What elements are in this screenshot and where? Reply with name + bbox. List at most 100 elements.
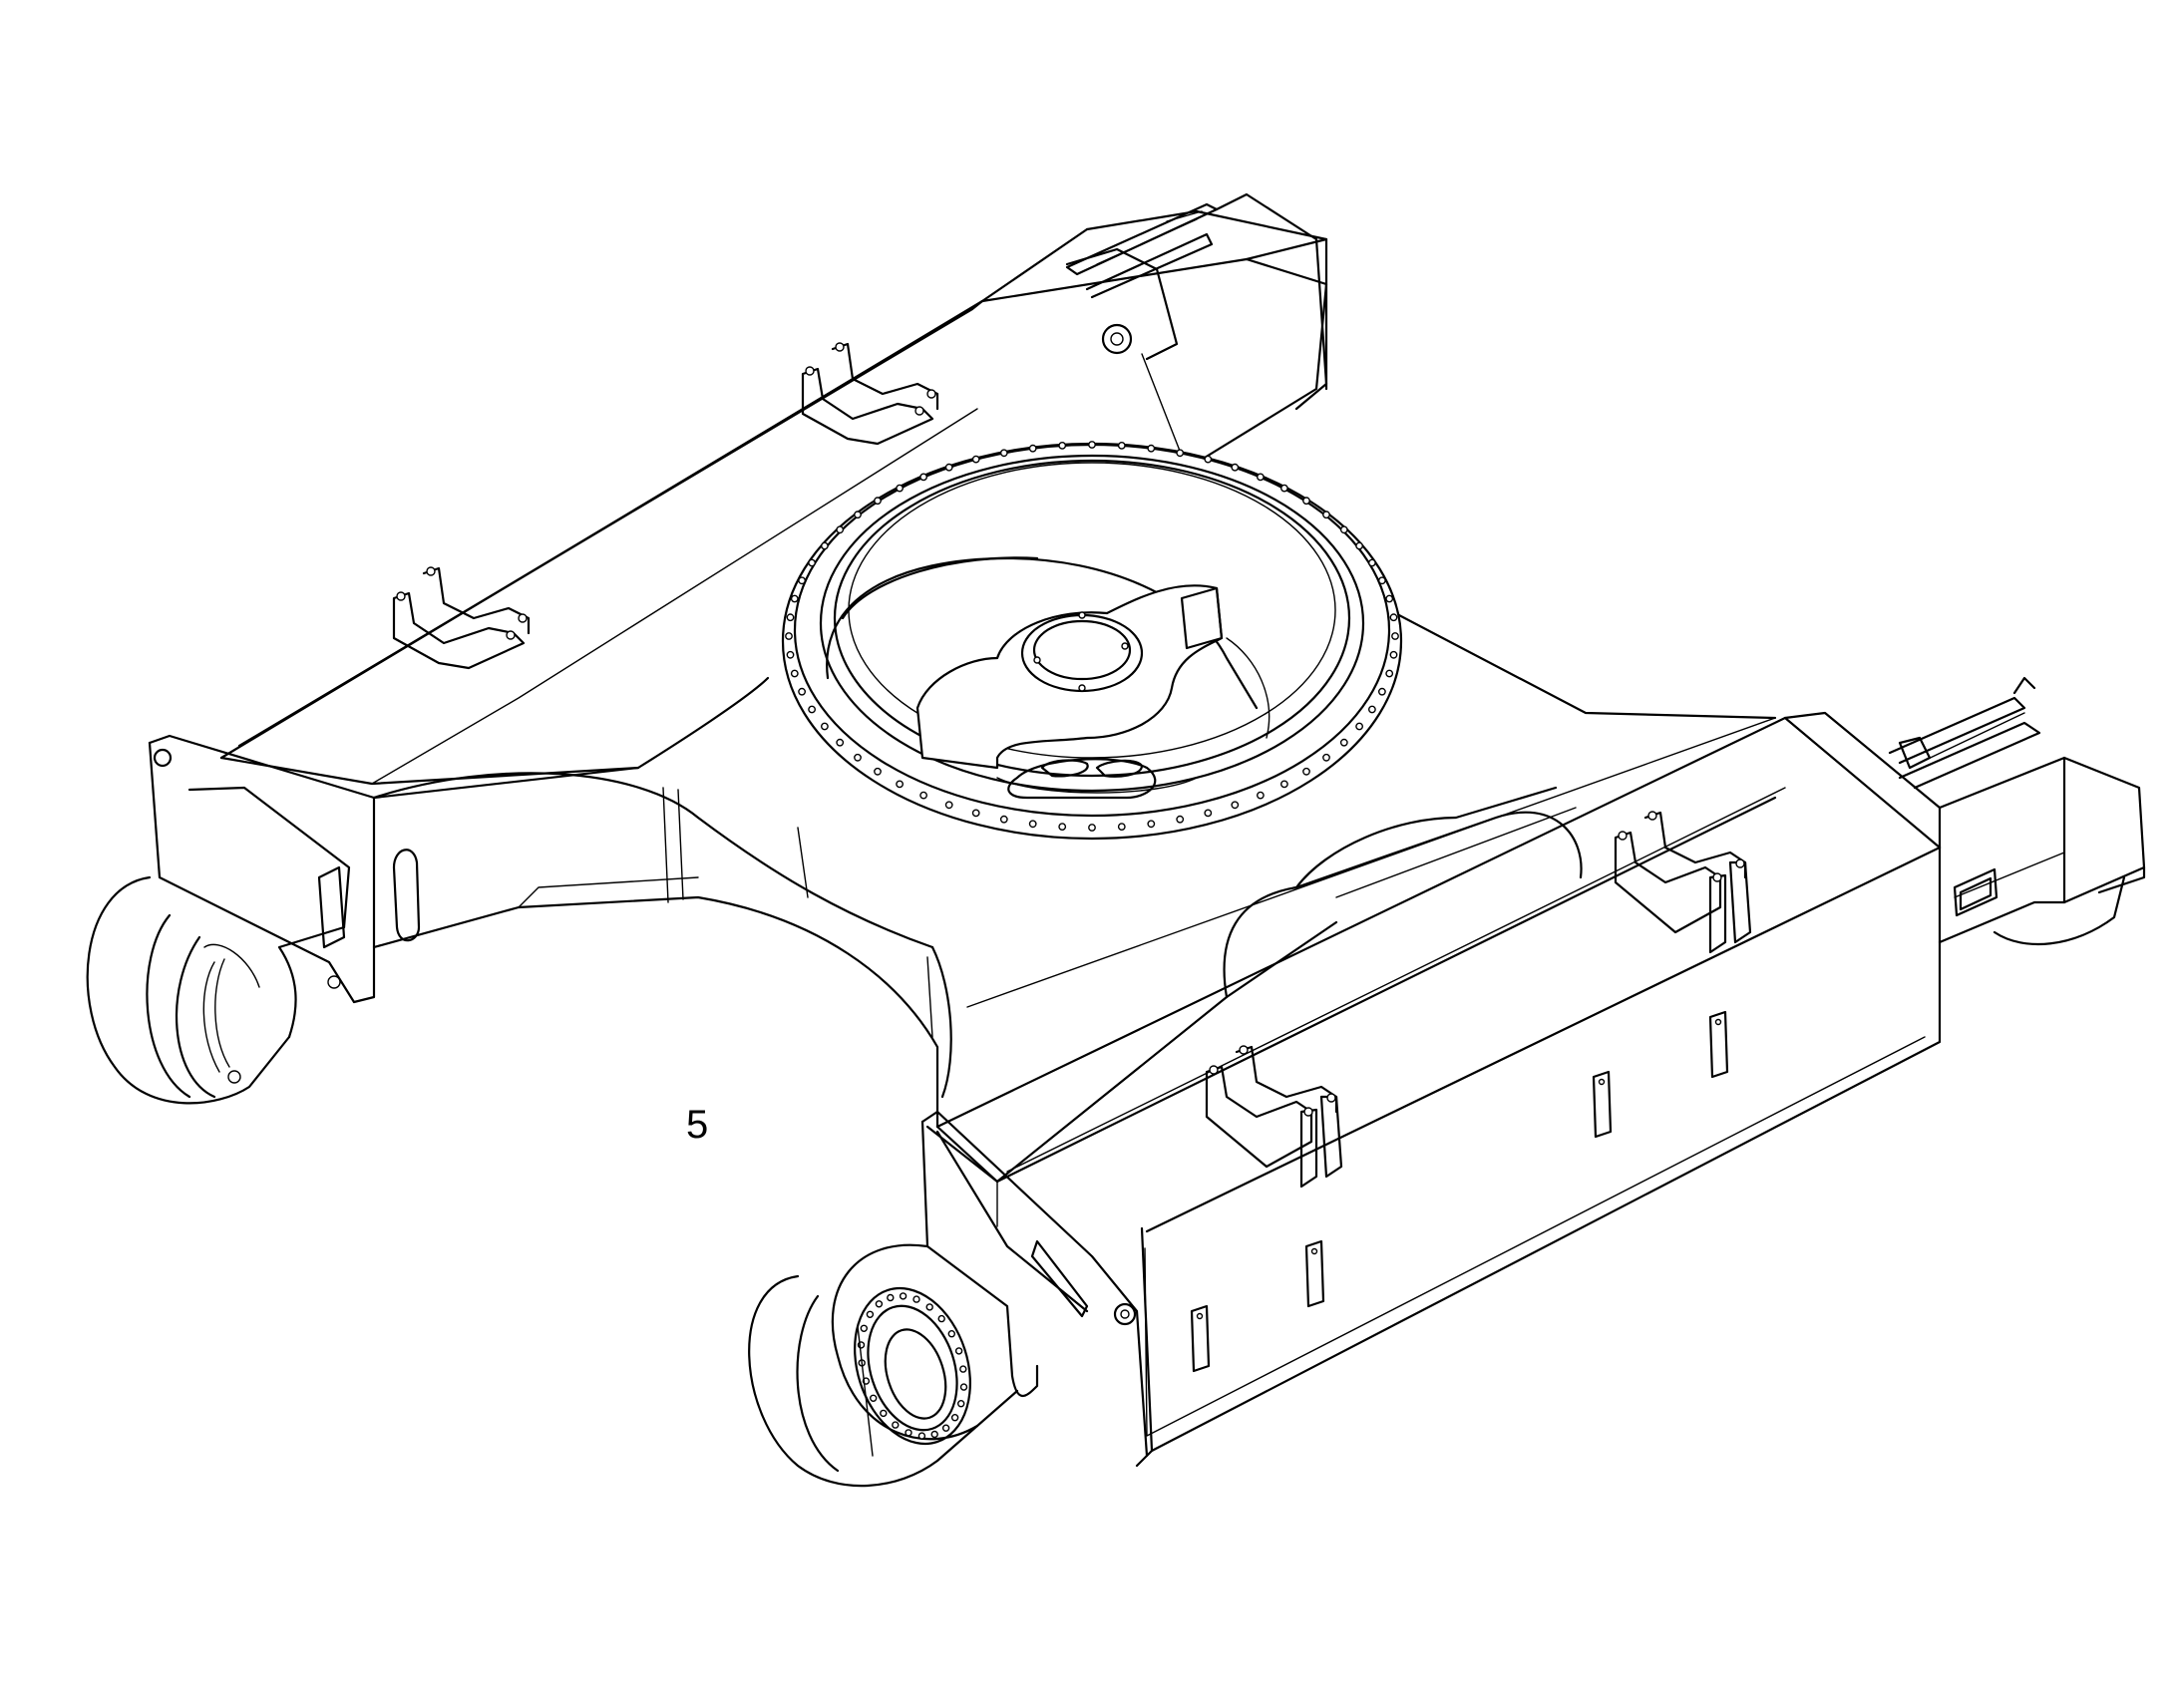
ring-bolt-hole <box>1204 455 1213 464</box>
flange-bolt-hole <box>941 1424 950 1432</box>
ring-bolt-hole <box>896 780 904 789</box>
flange-bolt-hole <box>917 1432 926 1440</box>
ring-bolt-hole <box>1176 449 1185 458</box>
ring-bolt-hole <box>1231 801 1240 810</box>
ring-bolt-hole <box>1204 809 1213 818</box>
ring-bolt-hole <box>1231 463 1240 472</box>
flange-bolt-hole <box>930 1430 938 1439</box>
flange-bolt-hole <box>947 1329 955 1338</box>
flange-bolt-hole <box>959 1365 967 1373</box>
ring-bolt-hole <box>1322 511 1330 519</box>
ring-bolt-hole <box>874 497 882 506</box>
flange-bolt-hole <box>880 1409 888 1418</box>
ring-bolt-hole <box>836 738 845 747</box>
left-idler-housing <box>86 734 376 1105</box>
ring-bolt-hole <box>790 669 799 678</box>
right-beam-bracket-front <box>1205 1045 1343 1189</box>
ring-bolt-hole <box>1339 738 1348 747</box>
left-beam-bracket-front <box>392 566 531 670</box>
ring-bolt-hole <box>1378 576 1386 585</box>
flange-bolt-hole <box>887 1293 895 1302</box>
ring-bolt-hole <box>1058 823 1067 831</box>
ring-bolt-hole <box>1378 687 1386 696</box>
ring-bolt-hole <box>1368 558 1376 567</box>
ring-bolt-hole <box>944 463 953 472</box>
ring-bolt-hole <box>1391 632 1399 640</box>
flange-bolt-hole <box>950 1413 959 1422</box>
ring-bolt-hole <box>854 753 862 762</box>
ring-bolt-hole <box>1389 650 1398 659</box>
right-track-frame <box>925 676 2146 1468</box>
ring-bolt-hole <box>1280 780 1288 789</box>
ring-bolt-hole <box>1355 722 1364 731</box>
ring-bolt-hole <box>808 558 816 567</box>
ring-bolt-hole <box>1147 820 1156 829</box>
ring-bolt-hole <box>971 809 980 818</box>
ring-bolt-hole <box>808 705 816 714</box>
ring-bolt-hole <box>1385 594 1394 603</box>
ring-bolt-hole <box>1088 824 1096 832</box>
left-hub-bolt-ring <box>202 958 230 1073</box>
ring-bolt-hole <box>821 541 829 550</box>
ring-bolt-hole <box>1088 441 1096 449</box>
flange-bolt-hole <box>892 1421 900 1429</box>
ring-bolt-hole <box>1257 473 1265 482</box>
flange-bolt-hole <box>860 1324 868 1333</box>
right-beam-side-slots <box>1190 1010 1729 1373</box>
flange-bolt-hole <box>866 1310 875 1319</box>
center-carbody <box>372 601 1777 1227</box>
flange-bolt-hole <box>905 1429 912 1437</box>
flange-bolt-hole <box>899 1292 908 1300</box>
ring-bolt-hole <box>1028 820 1037 829</box>
ring-bolt-hole <box>786 613 795 622</box>
flange-bolt-hole <box>957 1399 965 1408</box>
ring-bolt-hole <box>1389 613 1398 622</box>
ring-bolt-hole <box>971 455 980 464</box>
flange-bolt-hole <box>912 1295 920 1303</box>
ring-bolt-hole <box>1058 441 1067 450</box>
ring-bolt-hole <box>854 511 862 519</box>
ring-bolt-hole <box>1302 767 1310 776</box>
ring-bolt-hole <box>1355 541 1364 550</box>
ring-bolt-hole <box>790 594 799 603</box>
ring-bolt-hole <box>999 449 1008 458</box>
ring-bolt-hole <box>919 791 927 800</box>
ring-bolt-hole <box>1322 753 1330 762</box>
ring-bolt-hole <box>1280 484 1288 493</box>
ring-bolt-hole <box>1257 791 1265 800</box>
ring-bolt-hole <box>1302 497 1310 506</box>
left-track-frame <box>219 192 1328 786</box>
ring-bolt-hole <box>999 815 1008 824</box>
ring-bolt-hole <box>1028 444 1037 453</box>
ring-bolt-hole <box>1117 441 1126 450</box>
ring-bolt-hole <box>785 632 793 640</box>
left-beam-bracket-rear <box>801 342 939 446</box>
idler-flange-bolt-holes <box>857 1292 968 1440</box>
ring-bolt-hole <box>919 473 927 482</box>
ring-bolt-holes <box>785 441 1399 832</box>
ring-bolt-hole <box>798 687 806 696</box>
ring-bolt-hole <box>1385 669 1394 678</box>
ring-bolt-hole <box>1176 815 1185 824</box>
flange-bolt-hole <box>925 1303 933 1311</box>
ring-bolt-hole <box>1147 444 1156 453</box>
swing-bearing-ring <box>781 441 1403 841</box>
ring-bolt-hole <box>821 722 829 731</box>
ring-bolt-hole <box>1339 525 1348 534</box>
part-number-callout: 5 <box>686 1103 709 1147</box>
flange-bolt-hole <box>954 1347 963 1355</box>
flange-bolt-hole <box>959 1383 968 1391</box>
ring-bolt-hole <box>786 650 795 659</box>
right-idler-housing <box>748 1110 1149 1488</box>
left-plate-slot <box>392 849 421 942</box>
flange-bolt-hole <box>870 1394 878 1403</box>
ring-bolt-hole <box>896 484 904 493</box>
ring-bolt-hole <box>944 801 953 810</box>
ring-bolt-hole <box>874 767 882 776</box>
ring-bolt-hole <box>1368 705 1376 714</box>
right-beam-bracket-rear <box>1614 811 1752 954</box>
ring-bolt-hole <box>798 576 806 585</box>
flange-bolt-hole <box>875 1300 884 1308</box>
ring-bolt-hole <box>836 525 845 534</box>
